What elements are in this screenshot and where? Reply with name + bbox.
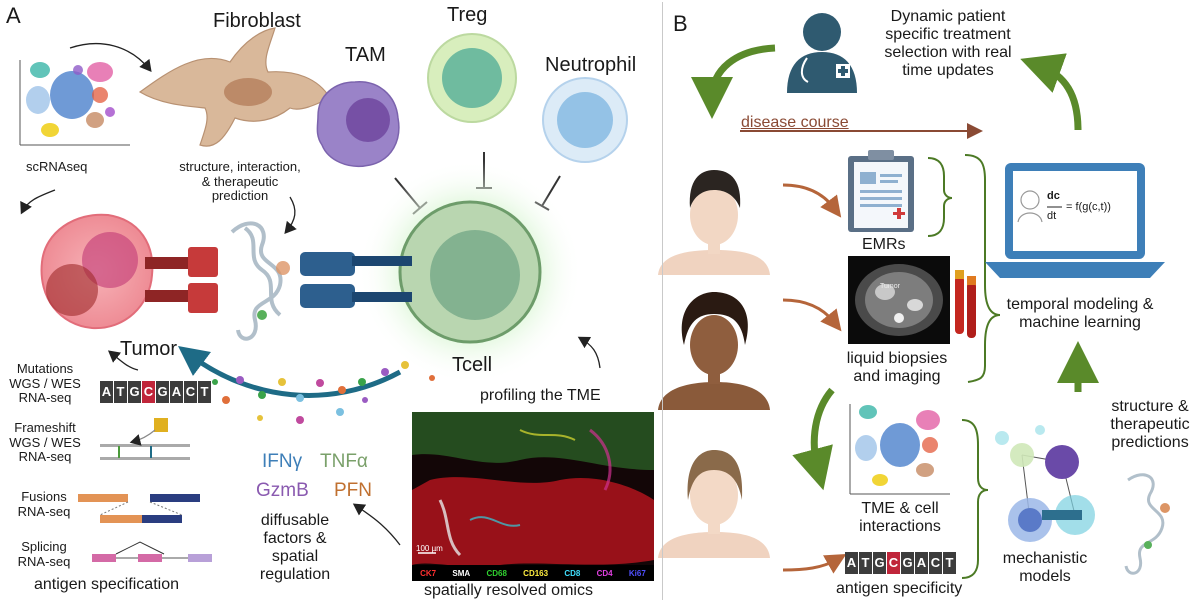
scrnaseq-label: scRNAseq [26, 159, 88, 174]
panel-b-label: B [673, 11, 688, 36]
arrow-doctor-to-patients [691, 44, 776, 119]
equation-numerator: dc [1047, 190, 1060, 202]
scrnaseq-umap-b [849, 404, 950, 495]
arrow-spatial-to-factors [352, 503, 401, 546]
fusions-label: Fusions RNA-seq [17, 489, 71, 519]
tumor-cell [40, 213, 154, 330]
ifng-label: IFNγ [262, 451, 303, 472]
tumor-label: Tumor [120, 338, 178, 360]
neutrophil-label: Neutrophil [545, 54, 637, 76]
frameshift-label: Frameshift WGS / WES RNA-seq [9, 420, 81, 465]
panel-divider [662, 2, 663, 600]
patient-2 [658, 292, 770, 410]
tme-interactions-label: TME & cell interactions [859, 500, 941, 535]
splicing-label: Splicing RNA-seq [17, 539, 71, 569]
diffusable-factors-label: diffusable factors & spatial regulation [259, 512, 331, 583]
profiling-tme-label: profiling the TME [480, 387, 601, 404]
protein-structure-b [1124, 473, 1170, 575]
ct-scan-image [848, 256, 950, 344]
emr-brace [927, 157, 953, 237]
scale-bar-label: 100 µm [416, 544, 443, 553]
equation-rhs: = f(g(c,t)) [1066, 201, 1111, 213]
tcell-label: Tcell [452, 354, 493, 376]
tcell-receptors [300, 252, 412, 308]
marker-ck7: CK7 [420, 568, 437, 578]
cytokine-dots [212, 361, 435, 424]
protein-structure-a [230, 221, 290, 341]
patient-3 [658, 450, 770, 558]
arrow-antigen-to-tumor [107, 350, 139, 371]
arrow-laptop-to-doctor [1020, 53, 1082, 131]
tam-cell [316, 81, 400, 167]
equation-denominator: dt [1047, 210, 1057, 222]
pfn-label: PFN [334, 480, 372, 501]
marker-sma: SMA [452, 568, 471, 578]
scrnaseq-umap [19, 60, 130, 146]
patient-1 [658, 170, 770, 275]
treg-label: Treg [447, 4, 488, 26]
fibroblast-cell [138, 27, 331, 147]
laptop-icon [985, 163, 1165, 278]
mutations-label: Mutations WGS / WES RNA-seq [9, 361, 81, 406]
marker-legend: CK7 SMA CD68 CD163 CD8 CD4 Ki67 [412, 565, 654, 581]
structure-prediction-label: structure, interaction, & therapeutic pr… [179, 159, 301, 204]
arrow-structure-prediction [284, 196, 297, 234]
arrow-scrnaseq-to-tumor [20, 189, 56, 215]
panel-a-label: A [6, 3, 21, 28]
tumor-receptors [145, 247, 218, 313]
treg-cell [427, 33, 517, 123]
ct-tumor-label: Tumor [880, 283, 900, 290]
tcell [398, 200, 542, 344]
marker-ki67: Ki67 [628, 568, 646, 578]
tnfa-label: TNFα [320, 451, 368, 472]
marker-cd163: CD163 [523, 568, 549, 578]
arrow-imaging-to-tme [792, 387, 835, 491]
splicing-diagram [92, 541, 212, 562]
antigen-specificity-label: antigen specificity [836, 580, 963, 597]
tam-label: TAM [345, 44, 386, 66]
data-bracket [964, 154, 1001, 383]
fibroblast-label: Fibroblast [213, 10, 301, 32]
structure-predictions-label: structure & therapeutic predictions [1110, 398, 1190, 451]
mechanistic-network [995, 425, 1095, 542]
brown-arrows [782, 183, 847, 574]
disease-course-label: disease course [741, 114, 849, 131]
marker-cd4: CD4 [596, 568, 613, 578]
arrow-profiling [577, 336, 601, 369]
spatial-omics-image [412, 412, 654, 580]
antigen-specification-label: antigen specification [34, 576, 179, 593]
emrs-label: EMRs [862, 236, 906, 253]
marker-cd68: CD68 [486, 568, 507, 578]
spatial-omics-label: spatially resolved omics [424, 582, 593, 599]
gzmb-label: GzmB [256, 480, 309, 501]
fusion-genes [78, 494, 200, 523]
arrow-scrnaseq-to-fibroblast [69, 42, 152, 73]
arrow-cytokine-secretion [177, 346, 402, 398]
temporal-modeling-label: temporal modeling & machine learning [1006, 296, 1154, 331]
mechanistic-models-label: mechanistic models [1002, 550, 1088, 585]
marker-cd8: CD8 [564, 568, 581, 578]
doctor-icon [787, 13, 857, 93]
neutrophil-cell [542, 77, 628, 163]
blood-tubes-icon [955, 270, 976, 338]
emr-clipboard-icon [848, 150, 914, 232]
frameshift-dna [100, 418, 190, 460]
tme-bracket [961, 419, 989, 579]
treatment-selection-label: Dynamic patient specific treatment selec… [884, 8, 1012, 79]
liquid-biopsies-label: liquid biopsies and imaging [846, 350, 948, 385]
